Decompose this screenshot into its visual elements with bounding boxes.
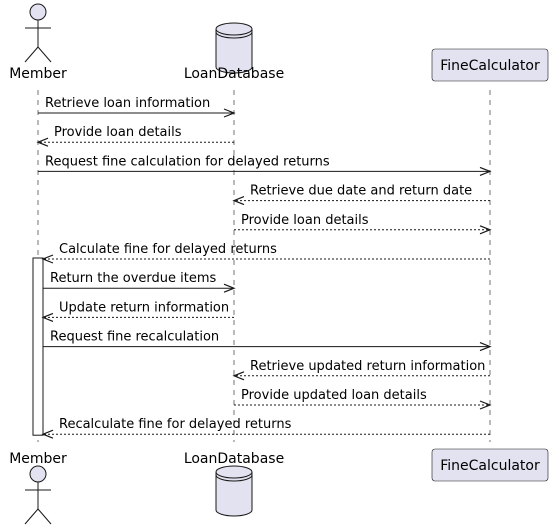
participant-box — [431, 48, 549, 82]
message-label: Provide loan details — [54, 125, 182, 140]
message-label: Calculate fine for delayed returns — [59, 242, 277, 257]
actor-member-top: Member — [9, 3, 67, 82]
participant-label: Member — [9, 451, 67, 467]
actor-figure-icon — [24, 3, 52, 63]
participant-finecalc-top: FineCalculator — [431, 48, 549, 82]
participant-box — [431, 448, 549, 482]
message-label: Retrieve due date and return date — [250, 184, 472, 199]
database-icon — [215, 465, 253, 517]
message-label: Provide updated loan details — [241, 388, 427, 403]
participant-label: Member — [9, 66, 67, 82]
message-arrow: Calculate fine for delayed returns — [41, 242, 490, 264]
arrowhead-icon — [36, 137, 49, 147]
message-arrow: Retrieve due date and return date — [232, 184, 490, 206]
message-arrow: Request fine calculation for delayed ret… — [38, 154, 492, 176]
arrowhead-icon — [232, 196, 245, 206]
database-loandb-bottom: LoanDatabase — [184, 451, 284, 517]
arrowhead-icon — [479, 400, 492, 410]
participant-label: LoanDatabase — [184, 451, 284, 467]
message-label: Retrieve loan information — [45, 96, 210, 111]
activation-bar — [32, 257, 44, 436]
message-arrow: Provide loan details — [36, 125, 234, 147]
arrowhead-icon — [41, 312, 54, 322]
message-label: Recalculate fine for delayed returns — [59, 417, 292, 432]
participant-label: FineCalculator — [440, 458, 540, 474]
message-label: Return the overdue items — [50, 271, 216, 286]
participant-finecalc-bottom: FineCalculator — [431, 448, 549, 482]
arrowhead-icon — [41, 429, 54, 439]
participant-label: FineCalculator — [440, 58, 540, 74]
message-arrow: Retrieve loan information — [38, 96, 236, 118]
message-arrow: Provide loan details — [234, 213, 492, 235]
message-arrow: Request fine recalculation — [43, 330, 492, 352]
message-label: Provide loan details — [241, 213, 369, 228]
message-label: Retrieve updated return information — [250, 359, 485, 374]
arrowhead-icon — [479, 225, 492, 235]
message-arrow: Return the overdue items — [43, 271, 236, 293]
message-label: Request fine recalculation — [50, 330, 219, 345]
message-arrow: Retrieve updated return information — [232, 359, 490, 381]
arrowhead-icon — [479, 166, 492, 176]
arrowhead-icon — [223, 108, 236, 118]
arrowhead-icon — [41, 254, 54, 264]
arrowhead-icon — [479, 342, 492, 352]
message-label: Update return information — [59, 300, 229, 315]
arrowhead-icon — [223, 283, 236, 293]
arrowhead-icon — [232, 371, 245, 381]
actor-figure-icon — [24, 465, 52, 525]
actor-member-bottom: Member — [9, 451, 67, 525]
message-arrow: Provide updated loan details — [234, 388, 492, 410]
database-icon — [215, 22, 253, 74]
database-loandb-top: LoanDatabase — [184, 22, 284, 82]
message-arrow: Recalculate fine for delayed returns — [41, 417, 490, 439]
participant-label: LoanDatabase — [184, 66, 284, 82]
message-arrow: Update return information — [41, 300, 234, 322]
message-label: Request fine calculation for delayed ret… — [45, 154, 330, 169]
